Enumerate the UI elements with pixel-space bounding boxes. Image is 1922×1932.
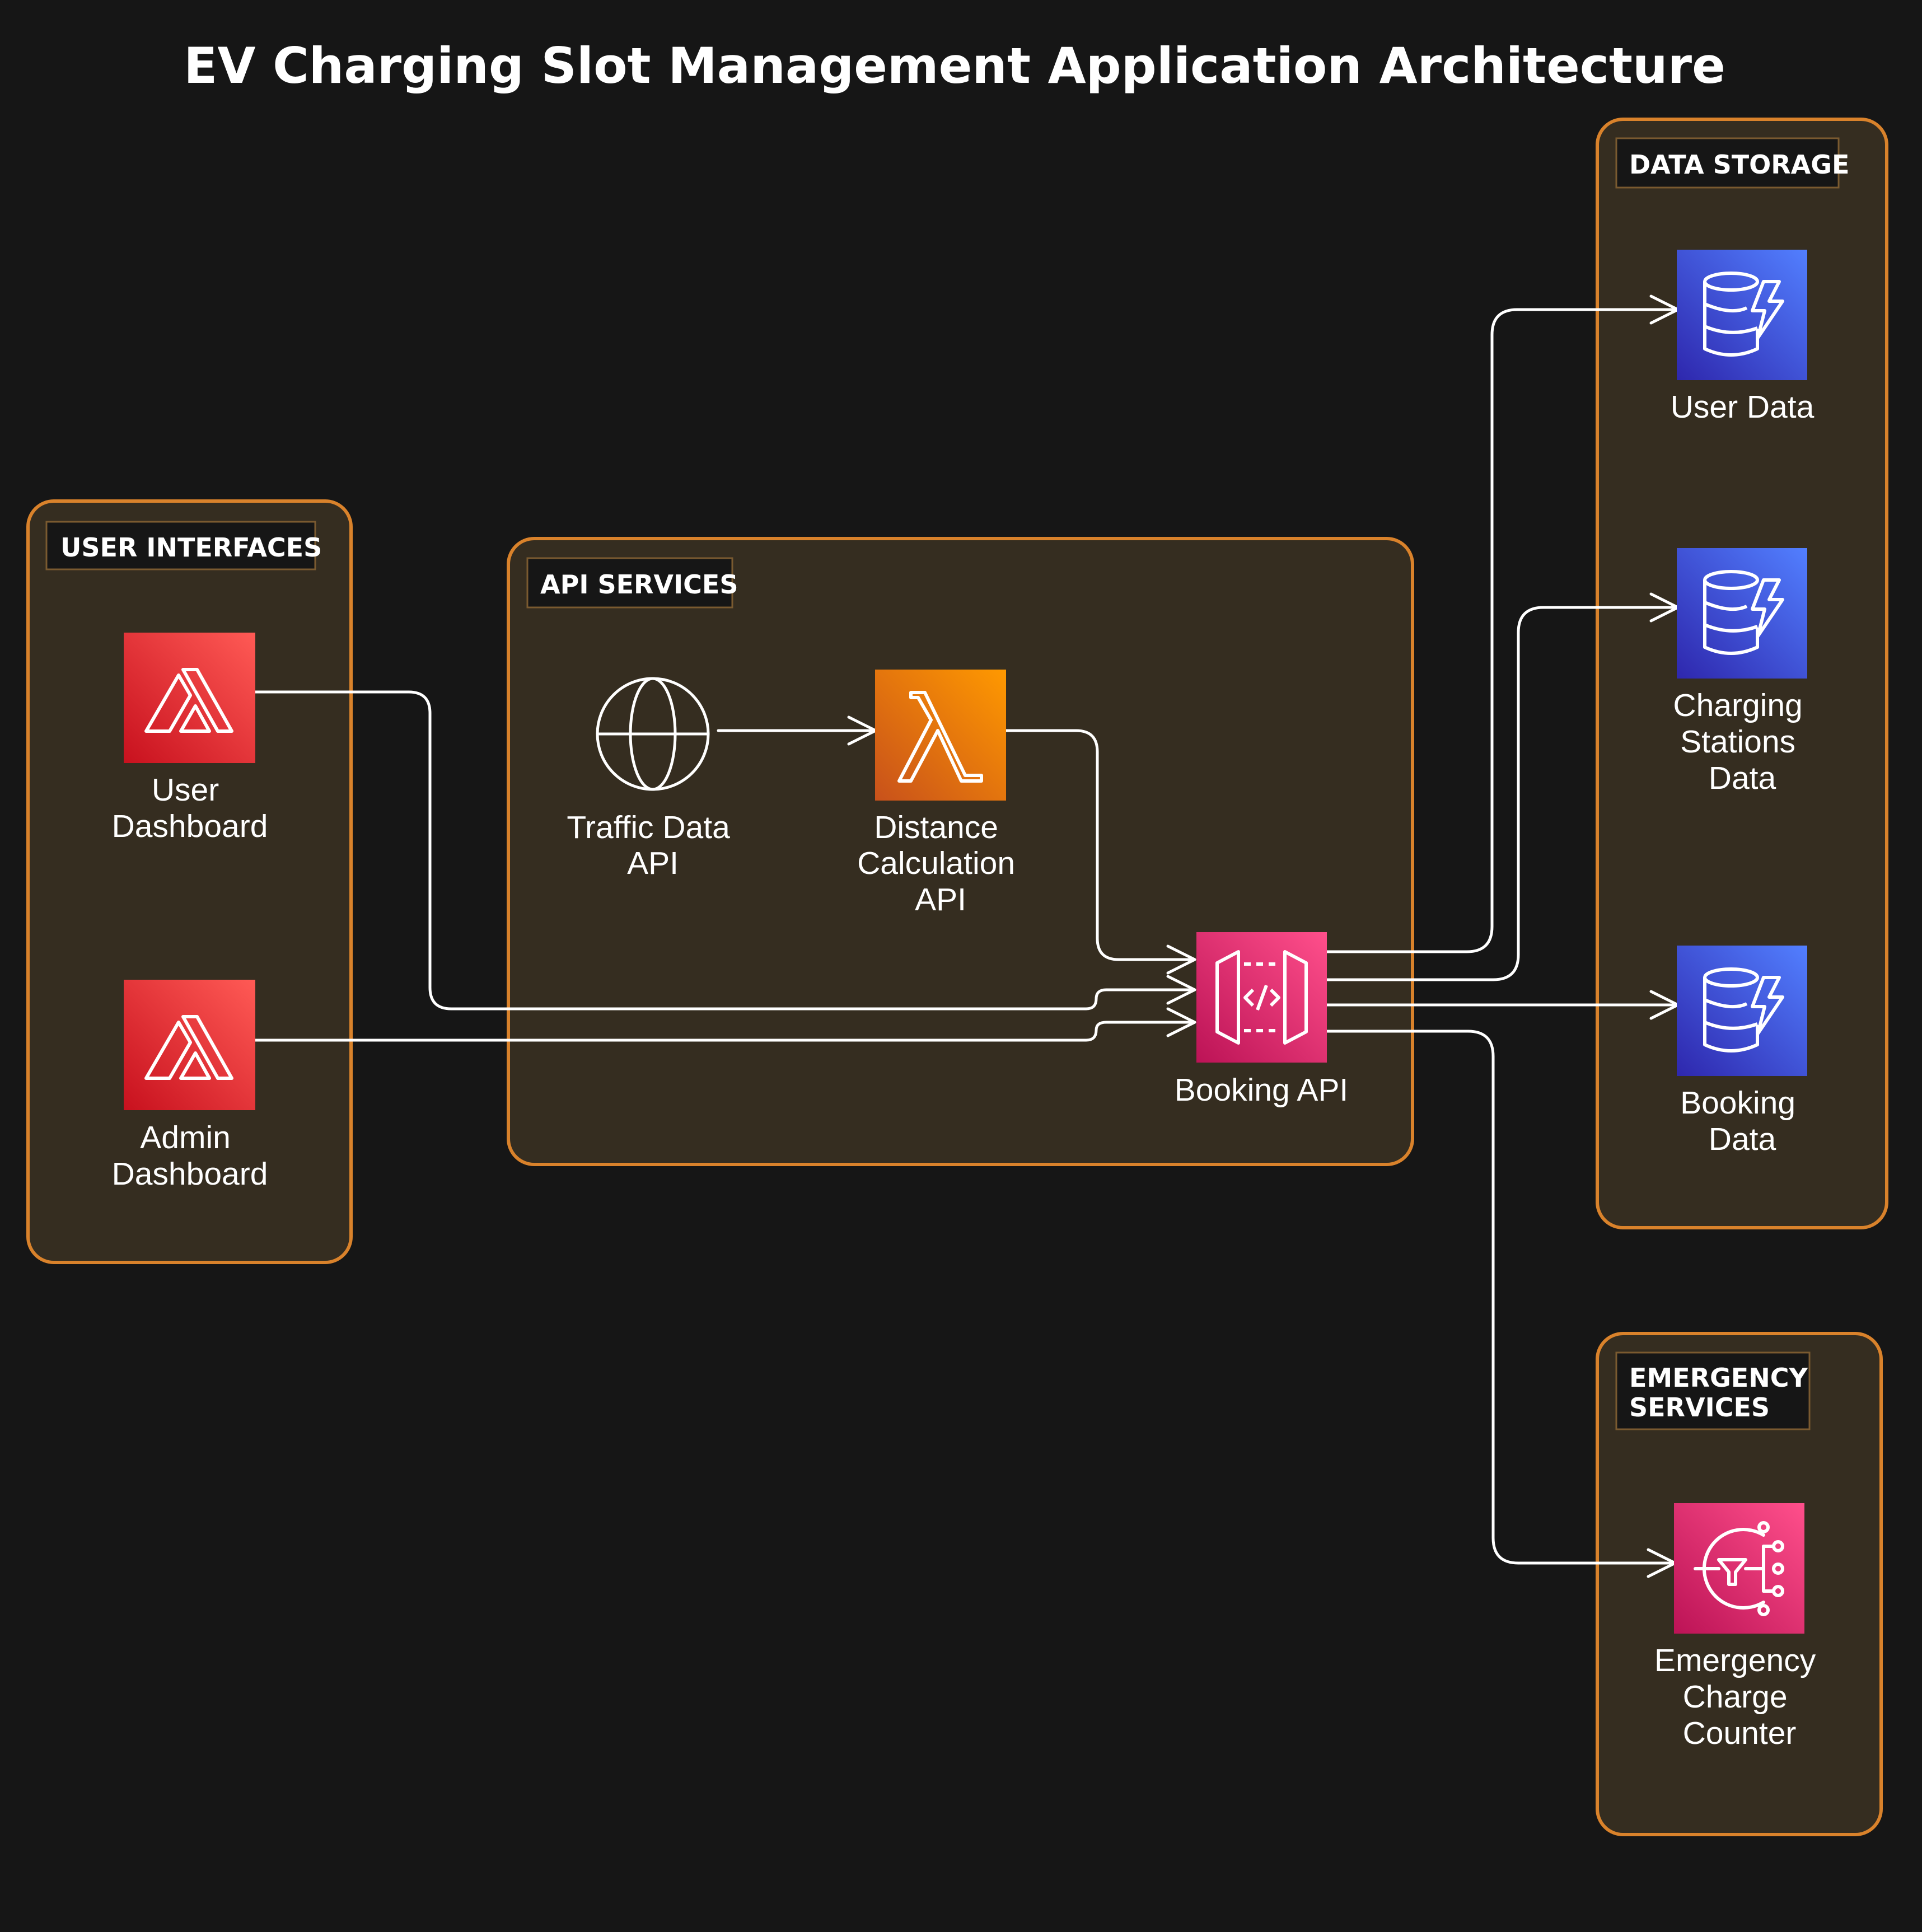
node-charging-stations-data[interactable]: Charging Stations Data xyxy=(1673,548,1811,796)
group-label-data-storage: DATA STORAGE xyxy=(1629,149,1849,180)
dynamodb-icon xyxy=(1677,548,1807,679)
group-label-line: SERVICES xyxy=(1629,1392,1770,1423)
group-label-box xyxy=(1615,1351,1811,1430)
node-label: Booking Data xyxy=(1680,1085,1804,1157)
node-booking-data[interactable]: Booking Data xyxy=(1677,946,1807,1157)
eventbridge-icon xyxy=(1674,1503,1804,1634)
edge-booking-api-to-charging-stations-data xyxy=(1325,606,1677,981)
node-traffic-data-api[interactable]: Traffic Data API xyxy=(567,677,738,881)
node-label: Booking API xyxy=(1175,1072,1349,1108)
group-label-box xyxy=(526,557,733,609)
group-label-box xyxy=(45,521,316,570)
lambda-icon xyxy=(875,670,1006,801)
node-booking-api[interactable]: Booking API xyxy=(1175,932,1349,1108)
node-user-dashboard[interactable]: User Dashboard xyxy=(112,633,268,844)
arrowhead xyxy=(1166,975,1196,1005)
api-gateway-icon xyxy=(1196,932,1327,1063)
group-label-line: EMERGENCY xyxy=(1629,1363,1808,1393)
group-label-api-services: API SERVICES xyxy=(540,569,738,600)
diagram-title: EV Charging Slot Management Application … xyxy=(184,37,1725,95)
dynamodb-icon xyxy=(1677,250,1807,380)
node-emergency-charge-counter[interactable]: Emergency Charge Counter xyxy=(1654,1503,1825,1751)
node-label: Charging Stations Data xyxy=(1673,687,1811,796)
node-label: Emergency Charge Counter xyxy=(1654,1643,1825,1751)
edge-booking-api-to-user-data xyxy=(1325,308,1677,953)
connections xyxy=(253,294,1680,1578)
node-label: User Data xyxy=(1671,389,1815,425)
group-label-box xyxy=(1615,137,1840,189)
node-label: User Dashboard xyxy=(112,772,268,844)
node-label: Distance Calculation API xyxy=(857,810,1024,918)
node-label: Traffic Data API xyxy=(567,810,738,881)
globe-icon xyxy=(596,677,710,791)
group-label-user-interfaces: USER INTERFACES xyxy=(60,532,322,563)
node-admin-dashboard[interactable]: Admin Dashboard xyxy=(112,980,268,1192)
node-user-data[interactable]: User Data xyxy=(1671,250,1815,425)
edge-booking-api-to-emergency-charge-counter xyxy=(1325,1030,1675,1565)
arrowhead xyxy=(1166,944,1196,975)
edge-distance-to-booking-api xyxy=(1004,729,1194,961)
dynamodb-icon xyxy=(1677,946,1807,1076)
group-label-emergency-services: EMERGENCY SERVICES xyxy=(1629,1363,1817,1423)
amplify-icon xyxy=(124,980,255,1110)
edge-admin-dashboard-to-booking-api xyxy=(253,1021,1194,1042)
arrowhead xyxy=(1166,1007,1196,1037)
amplify-icon xyxy=(124,633,255,763)
node-distance-calculation-api[interactable]: Distance Calculation API xyxy=(857,670,1024,918)
edge-user-dashboard-to-booking-api xyxy=(253,690,1194,1011)
node-label: Admin Dashboard xyxy=(112,1120,268,1192)
